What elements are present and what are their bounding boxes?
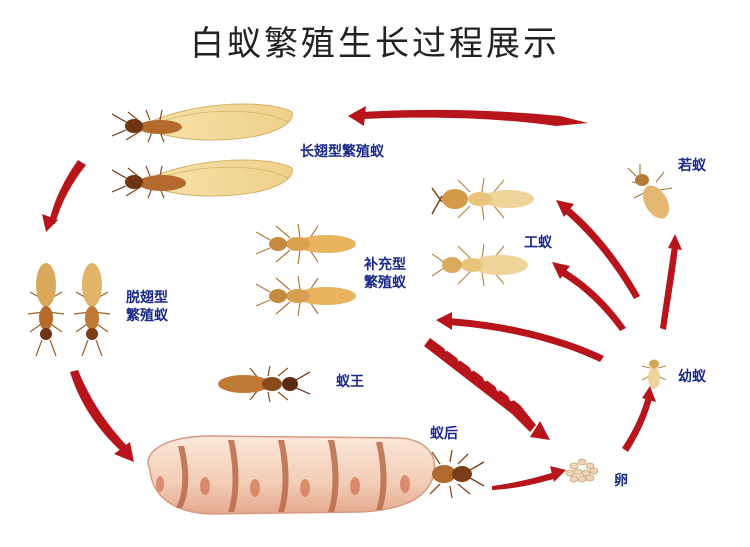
egg-cluster	[565, 458, 599, 483]
arrow-larva-to-worker-upper-head	[556, 200, 574, 217]
arrow-supplementary-to-egg-head	[530, 421, 550, 440]
label-larva: 幼蚁	[678, 369, 706, 385]
larva	[641, 359, 667, 389]
arrow-larva-to-worker-upper	[566, 208, 640, 299]
label-long-winged-reproductive: 长翅型繁殖蚁	[300, 144, 384, 160]
supplementary-reproductive-top	[255, 223, 356, 265]
dealate-reproductive-right	[73, 263, 111, 357]
arrow-queen-to-egg	[492, 472, 557, 490]
label-supplementary-line1: 补充型	[364, 257, 406, 273]
arrow-egg-to-larva	[622, 396, 652, 452]
worker-bottom	[431, 243, 528, 287]
label-worker: 工蚁	[524, 235, 552, 251]
arrow-nymph-to-alate-head	[348, 106, 366, 126]
worker-top	[431, 177, 534, 221]
label-dealate-line2: 繁殖蚁	[126, 308, 168, 324]
arrow-dealate-to-queen-head	[114, 442, 134, 462]
arrow-larva-to-nymph-head	[668, 234, 682, 250]
label-nymph: 若蚁	[678, 158, 706, 174]
label-king: 蚁王	[336, 374, 364, 390]
arrow-nymph-to-alate	[360, 109, 588, 126]
long-winged-alate-top	[111, 103, 293, 143]
arrow-alate-to-dealate	[49, 160, 86, 224]
arrow-larva-to-worker-lower	[562, 270, 626, 331]
king	[218, 365, 311, 403]
nymph	[627, 164, 673, 219]
dealate-reproductive-left	[27, 263, 65, 357]
arrow-larva-to-supplementary	[448, 318, 604, 362]
arrow-egg-to-larva-head	[642, 386, 656, 402]
arrow-supplementary-to-egg-dashed	[424, 338, 536, 432]
arrow-dealate-to-queen	[70, 370, 128, 452]
label-queen: 蚁后	[430, 426, 458, 442]
label-egg: 卵	[614, 473, 628, 489]
arrow-larva-to-supplementary-head	[436, 312, 452, 330]
arrow-alate-to-dealate-head	[42, 214, 58, 232]
label-supplementary-line2: 繁殖蚁	[364, 275, 406, 291]
arrow-larva-to-worker-lower-head	[552, 262, 570, 279]
arrow-queen-to-egg-head	[550, 466, 566, 482]
long-winged-alate-bottom	[111, 159, 293, 199]
arrow-larva-to-nymph	[660, 246, 678, 330]
label-dealate-line1: 脱翅型	[126, 290, 168, 306]
queen	[147, 435, 485, 515]
supplementary-reproductive-bottom	[255, 275, 356, 317]
diagram-title: 白蚁繁殖生长过程展示	[190, 24, 560, 64]
